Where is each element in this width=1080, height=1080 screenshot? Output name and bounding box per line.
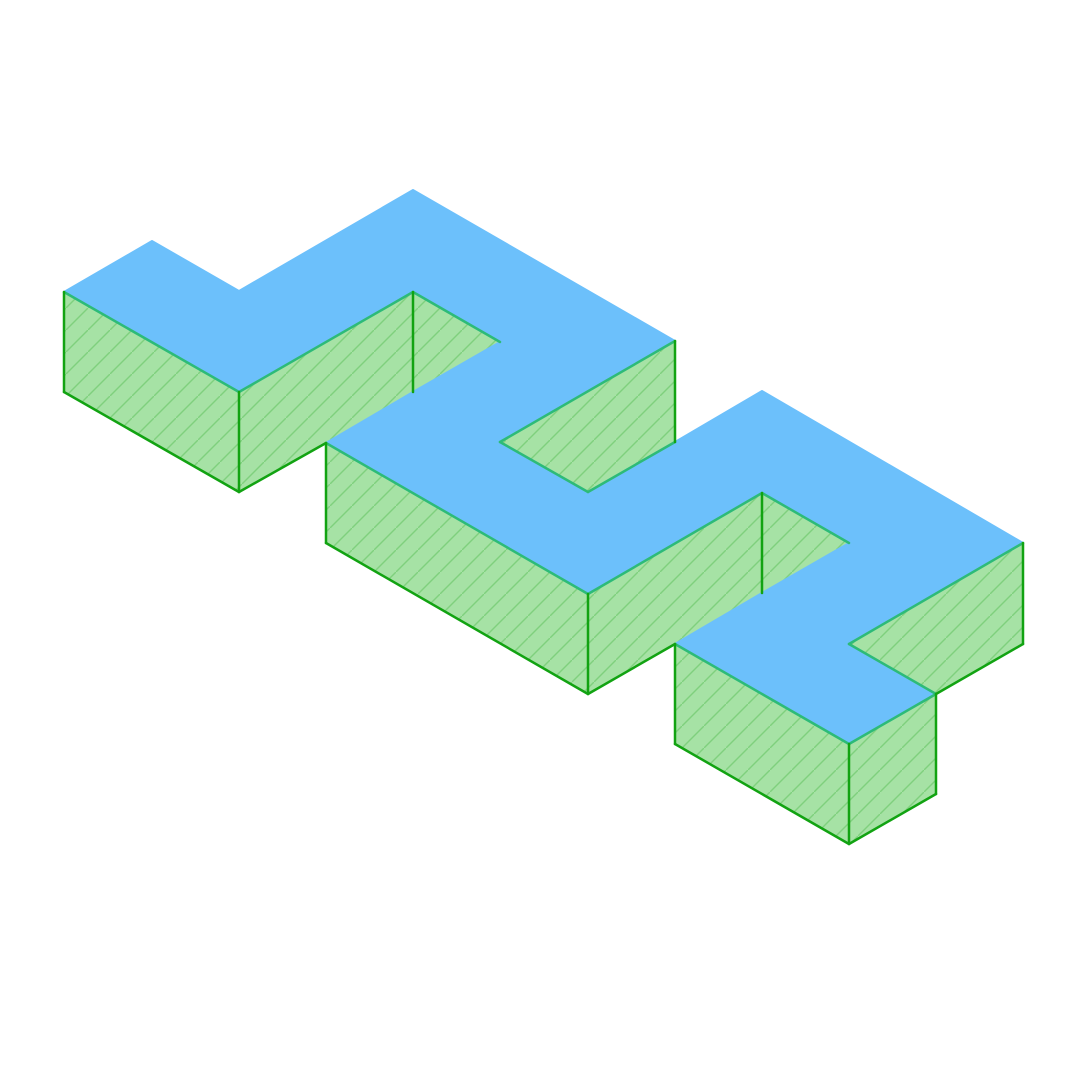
side-faces bbox=[64, 292, 1023, 844]
outline-edge-17 bbox=[673, 742, 851, 846]
side-face-middle-right-hatching bbox=[588, 493, 762, 694]
top-edge-9 bbox=[760, 491, 851, 545]
side-face-inner-step-one-hatching bbox=[500, 341, 675, 492]
outline-edge-9 bbox=[324, 541, 590, 696]
top-edge-5 bbox=[586, 440, 677, 494]
top-edge-13 bbox=[847, 642, 938, 696]
top-edge-12 bbox=[847, 692, 938, 746]
vertical-edges bbox=[62, 290, 1025, 846]
top-edge-7 bbox=[324, 441, 590, 596]
top-edge-8 bbox=[586, 491, 764, 596]
top-edge-11 bbox=[673, 642, 851, 746]
outline-edge-5 bbox=[237, 441, 328, 494]
side-face-left-block-front-hatching bbox=[64, 292, 239, 492]
top-edge-10 bbox=[847, 541, 1025, 646]
top-edge-3 bbox=[411, 290, 502, 344]
outline-edge-10 bbox=[586, 642, 677, 696]
top-edge-2 bbox=[237, 290, 415, 394]
side-face-notch-one-hatching bbox=[413, 292, 500, 392]
top-edge-1 bbox=[62, 290, 241, 394]
outline-edge-13 bbox=[934, 642, 1025, 696]
side-face-lower-front-hatching bbox=[675, 644, 849, 844]
top-edge-4 bbox=[498, 440, 590, 494]
outline-edge-18 bbox=[847, 792, 938, 846]
outline-edge-4 bbox=[62, 390, 241, 494]
top-edge-6 bbox=[498, 339, 677, 444]
side-face-notch-two-hatching bbox=[762, 493, 849, 593]
side-face-left-block-right-hatching bbox=[239, 292, 413, 492]
side-face-middle-front-hatching bbox=[326, 443, 588, 694]
side-face-right-end-hatching bbox=[849, 543, 1023, 694]
